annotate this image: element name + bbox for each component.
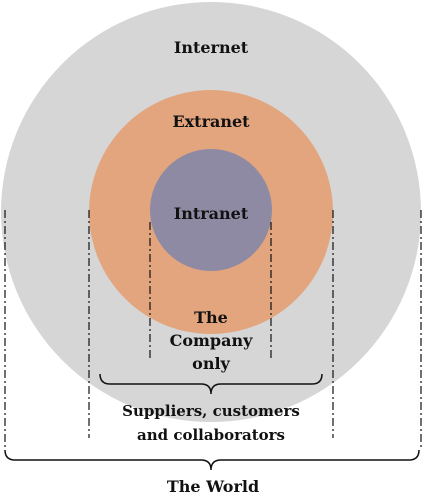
suppliers-label-line1: Suppliers, customers [122,402,300,420]
world-label: The World [167,477,259,496]
suppliers-brace [99,373,323,395]
company-label-line3: only [192,354,230,373]
suppliers-label-line2: and collaborators [137,426,285,444]
guide-lines [4,210,422,450]
internet-label: Internet [174,38,249,57]
company-label-line2: Company [170,331,254,350]
extranet-label: Extranet [172,112,250,131]
intranet-circle [150,149,272,271]
company-label-line1: The [194,308,228,327]
intranet-label: Intranet [174,204,249,223]
world-brace [4,449,420,471]
